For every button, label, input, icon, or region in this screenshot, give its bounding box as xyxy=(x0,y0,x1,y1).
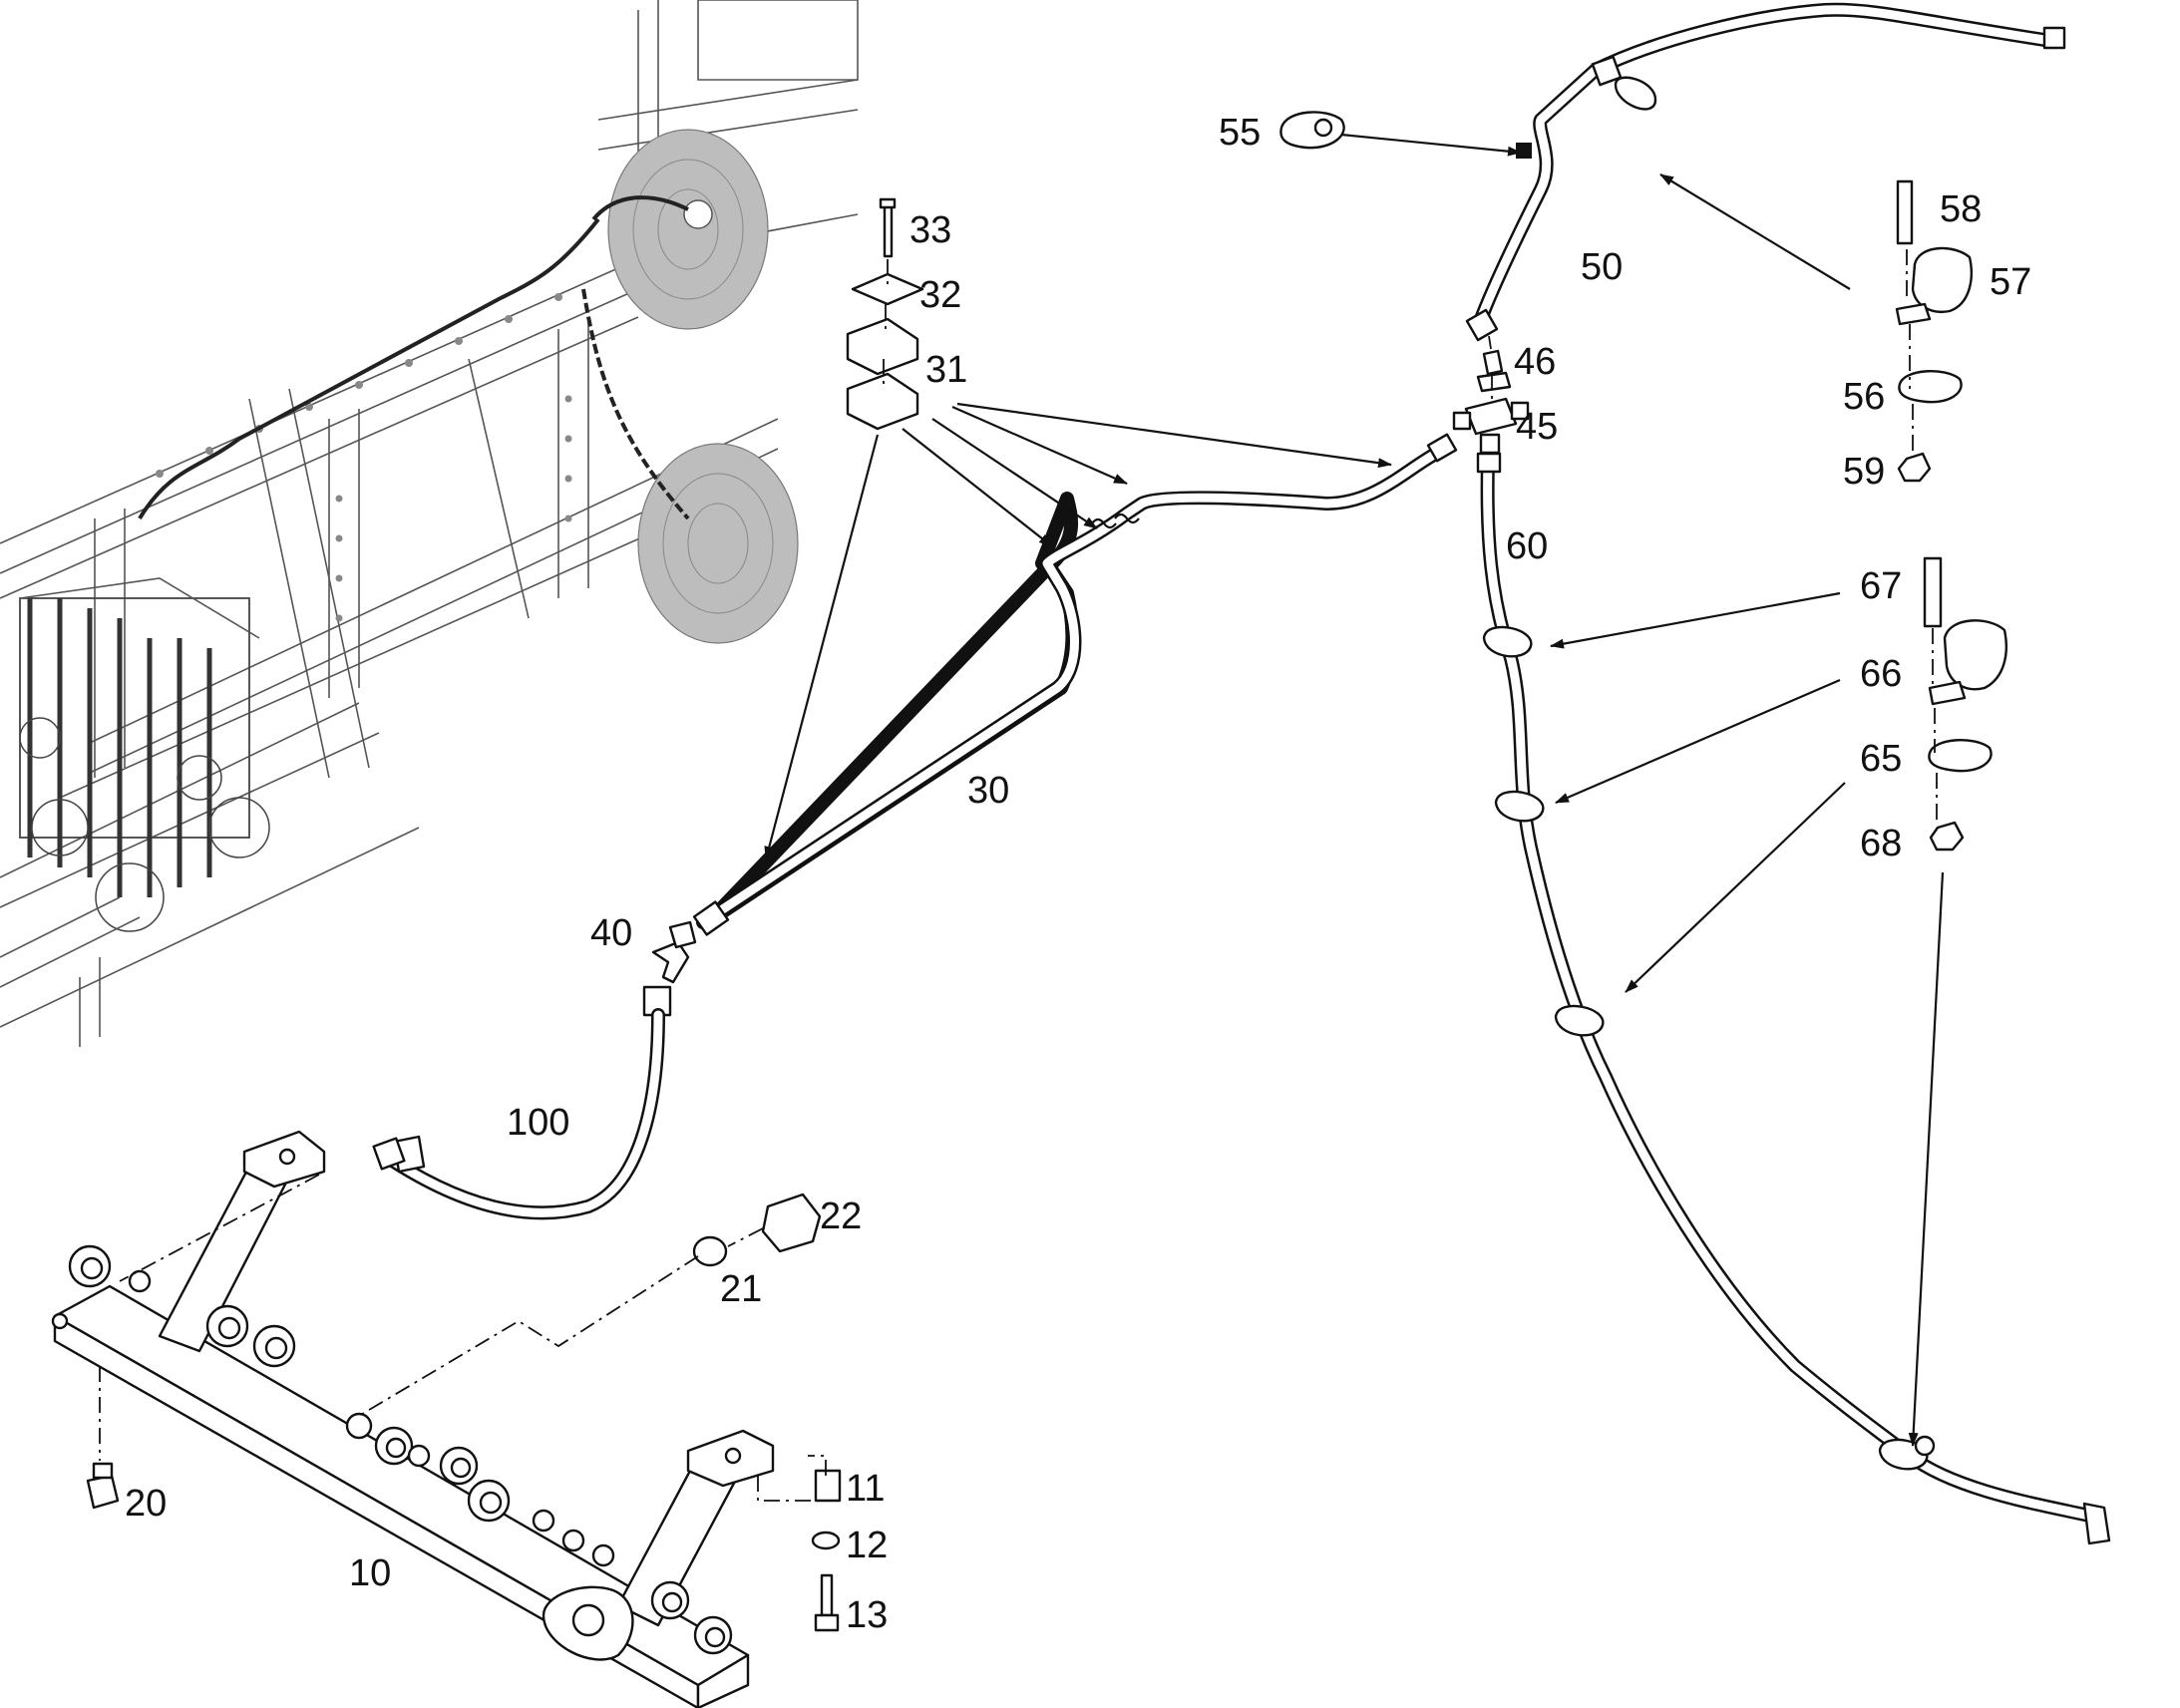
callout-22: 22 xyxy=(820,1196,862,1237)
leader-lines xyxy=(99,133,1945,1502)
callout-66: 66 xyxy=(1860,653,1902,695)
callout-33: 33 xyxy=(909,209,951,251)
callout-57: 57 xyxy=(1990,261,2031,303)
hose-100 xyxy=(372,920,697,1220)
callout-32: 32 xyxy=(919,274,961,316)
callout-31: 31 xyxy=(925,349,967,391)
callout-40: 40 xyxy=(590,912,632,954)
callout-46: 46 xyxy=(1514,341,1556,383)
callout-45: 45 xyxy=(1516,406,1558,448)
manifold-10 xyxy=(51,1130,775,1708)
callout-12: 12 xyxy=(846,1525,888,1566)
callout-67: 67 xyxy=(1860,565,1902,607)
callout-21: 21 xyxy=(720,1268,762,1310)
callout-100: 100 xyxy=(507,1102,569,1144)
callout-58: 58 xyxy=(1940,188,1982,230)
callout-65: 65 xyxy=(1860,738,1902,780)
callout-13: 13 xyxy=(846,1594,888,1636)
fitting-45-46 xyxy=(1452,349,1530,455)
machine-frame-illustration xyxy=(0,0,859,1047)
callout-56: 56 xyxy=(1843,376,1885,418)
hose-60 xyxy=(1476,452,2111,1545)
small-parts xyxy=(86,111,2007,1632)
callout-55: 55 xyxy=(1219,112,1261,154)
tube-30 xyxy=(692,433,1458,936)
callout-10: 10 xyxy=(349,1552,391,1594)
callout-20: 20 xyxy=(125,1483,167,1525)
callout-30: 30 xyxy=(967,770,1009,812)
callout-59: 59 xyxy=(1843,451,1885,493)
callout-labels: 10 11 12 13 20 21 22 30 31 32 33 40 45 4… xyxy=(125,112,2031,1636)
callout-60: 60 xyxy=(1506,525,1548,567)
callout-11: 11 xyxy=(846,1468,885,1510)
callout-68: 68 xyxy=(1860,823,1902,864)
callout-50: 50 xyxy=(1581,246,1623,288)
tube-50 xyxy=(1465,2,2066,342)
